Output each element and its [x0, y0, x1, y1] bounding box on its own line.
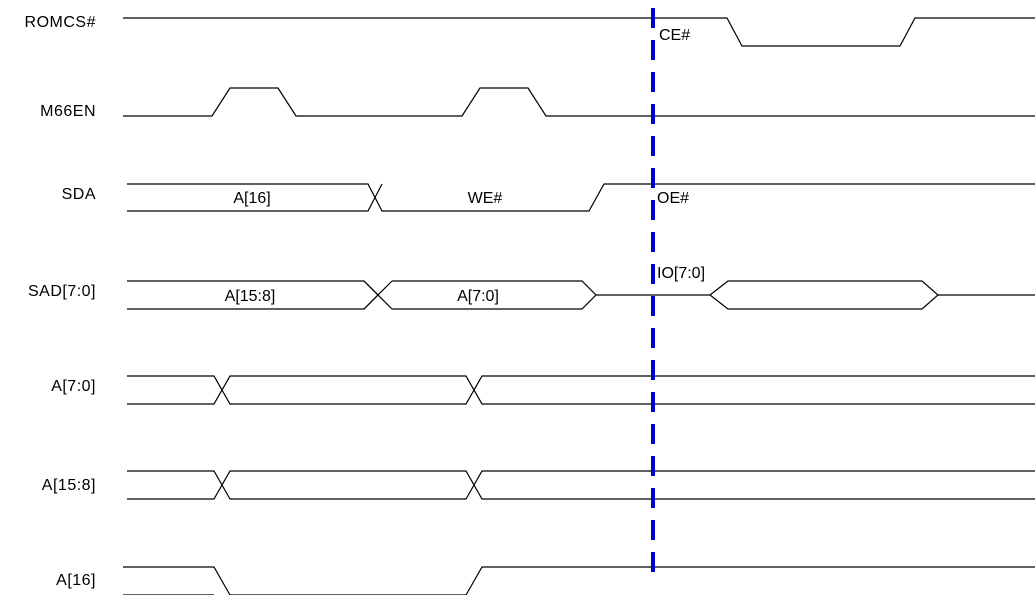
sda-segment-we: WE# — [468, 190, 503, 207]
annotation-io: IO[7:0] — [657, 265, 705, 282]
signal-label-a7-0: A[7:0] — [51, 378, 96, 395]
waveform-romcs — [123, 17, 1035, 47]
annotation-oe: OE# — [657, 190, 689, 207]
waveform-sda — [127, 183, 1035, 212]
waveform-a7-0 — [127, 375, 1035, 405]
waveform-a15-8 — [127, 470, 1035, 500]
signal-label-a15-8: A[15:8] — [42, 477, 96, 494]
waveform-m66en — [123, 87, 1035, 117]
signal-label-sda: SDA — [62, 186, 96, 203]
annotation-ce: CE# — [659, 27, 690, 44]
waveform-sad — [127, 280, 1035, 310]
sda-segment-a16: A[16] — [233, 190, 270, 207]
signal-label-sad: SAD[7:0] — [28, 283, 96, 300]
signal-label-m66en: M66EN — [40, 103, 96, 120]
sad-segment-a15-8: A[15:8] — [225, 288, 276, 305]
waveform-a16 — [123, 566, 1035, 595]
sad-segment-a7-0: A[7:0] — [457, 288, 499, 305]
signal-label-romcs: ROMCS# — [25, 14, 96, 31]
signal-label-a16: A[16] — [56, 572, 96, 589]
